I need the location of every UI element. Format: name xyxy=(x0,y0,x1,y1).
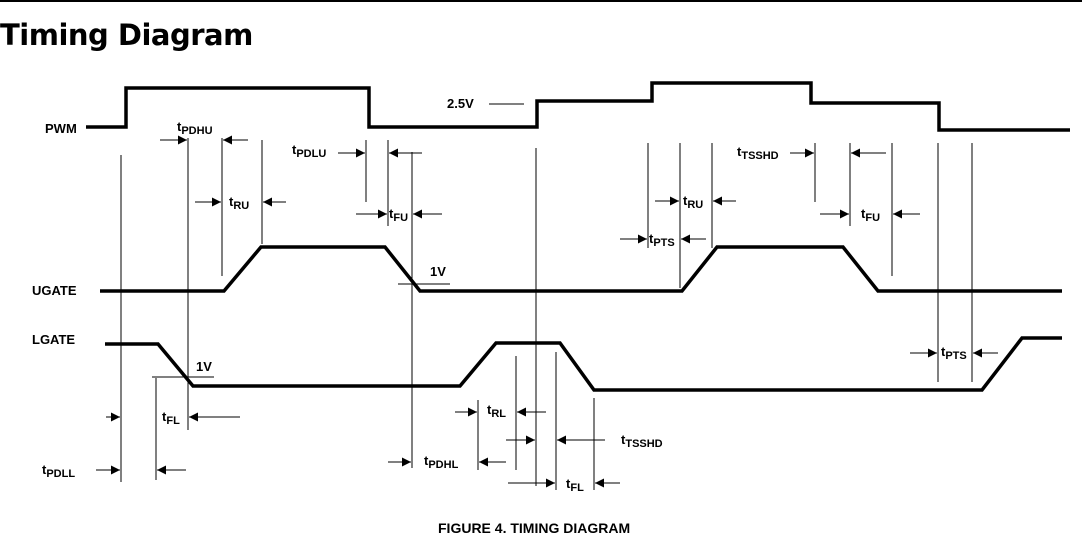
ugate-1v-marker: 1V xyxy=(398,264,450,285)
label-tpdll: tPDLL xyxy=(42,462,75,480)
label-tpdhu: tPDHU xyxy=(177,119,213,137)
label-tfu-1: tFU xyxy=(389,206,408,224)
label-tpdlu: tPDLU xyxy=(292,142,326,160)
ugate-label: UGATE xyxy=(32,283,77,298)
svg-text:2.5V: 2.5V xyxy=(447,96,474,111)
lgate-waveform xyxy=(105,336,1062,392)
label-tfu-2: tFU xyxy=(861,206,880,224)
label-tfl-2: tFL xyxy=(566,476,584,494)
label-trl: tRL xyxy=(487,402,506,420)
label-tru-1: tRU xyxy=(229,194,249,212)
page-title: Timing Diagram xyxy=(0,18,253,52)
timing-arrows xyxy=(96,135,998,488)
top-rule xyxy=(0,0,1082,2)
label-tfl-1: tFL xyxy=(162,409,180,427)
ugate-waveform xyxy=(100,245,1062,293)
label-tpdhl: tPDHL xyxy=(424,453,459,471)
figure-caption: FIGURE 4. TIMING DIAGRAM xyxy=(438,520,630,536)
svg-text:1V: 1V xyxy=(430,264,446,279)
label-ttsshd-2: tTSSHD xyxy=(621,432,663,450)
pwm-waveform xyxy=(86,81,1070,132)
label-ttsshd-1: tTSSHD xyxy=(737,144,779,162)
timing-reference-lines xyxy=(120,138,973,490)
lgate-label: LGATE xyxy=(32,332,75,347)
v25-marker: 2.5V xyxy=(447,96,524,111)
pwm-label: PWM xyxy=(45,121,77,136)
label-tru-2: tRU xyxy=(683,193,703,211)
label-tpts-2: tPTS xyxy=(941,344,967,362)
svg-text:1V: 1V xyxy=(196,359,212,374)
lgate-1v-marker: 1V xyxy=(152,359,214,378)
label-tpts-1: tPTS xyxy=(649,231,675,249)
